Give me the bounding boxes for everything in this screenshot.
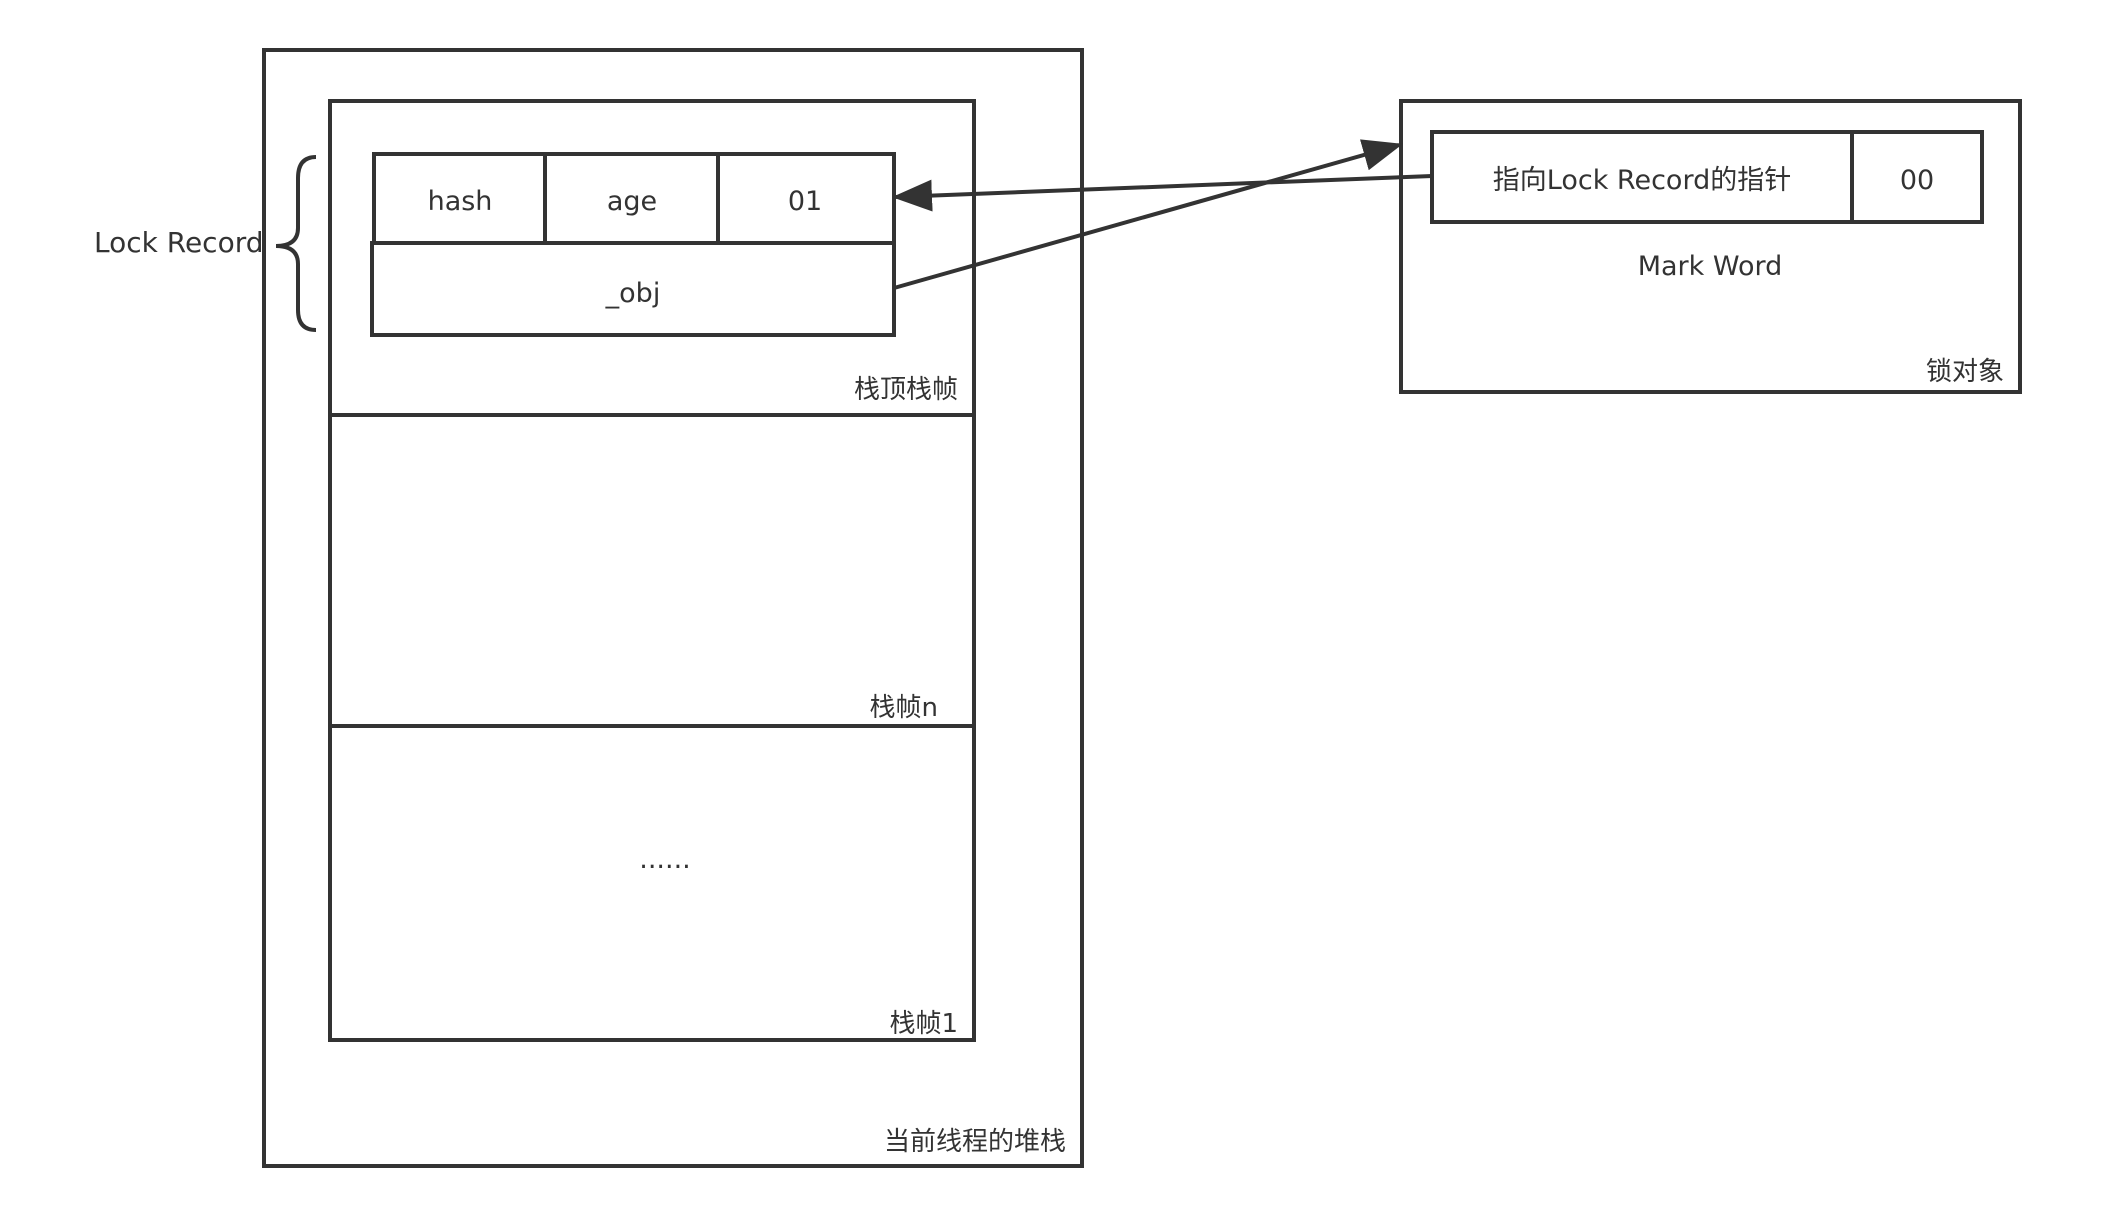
- lock-record-obj-row: [370, 241, 896, 337]
- thread-stack-label: 当前线程的堆栈: [884, 1127, 1066, 1157]
- lock-record-age-cell: age: [607, 186, 657, 217]
- lock-object: 指向Lock Record的指针 00 Mark Word 锁对象: [1399, 99, 2022, 394]
- frame-1-label: 栈帧1: [889, 1009, 958, 1039]
- arrow-obj-to-lock-object: [893, 139, 1403, 290]
- frame-top-label: 栈顶栈帧: [854, 375, 958, 405]
- arrow-markword-to-lock-record: [892, 174, 1433, 212]
- lock-record-obj-field: _obj: [605, 278, 661, 309]
- lock-record-header-row: [372, 152, 896, 245]
- lock-record-brace: [275, 155, 317, 332]
- mark-word-pointer-cell: 指向Lock Record的指针: [1493, 165, 1791, 196]
- mark-word-flag-cell: 00: [1900, 165, 1934, 196]
- frame-ellipsis: ......: [639, 844, 691, 875]
- lock-record-flag-cell: 01: [788, 186, 822, 217]
- lock-record: hash age 01 _obj Lock Record: [94, 152, 896, 337]
- frame-n-label: 栈帧n: [870, 693, 938, 723]
- lock-record-hash-cell: hash: [428, 186, 493, 217]
- mark-word-label: Mark Word: [1638, 251, 1783, 282]
- lock-record-label: Lock Record: [94, 226, 264, 259]
- lock-object-label: 锁对象: [1926, 357, 2004, 387]
